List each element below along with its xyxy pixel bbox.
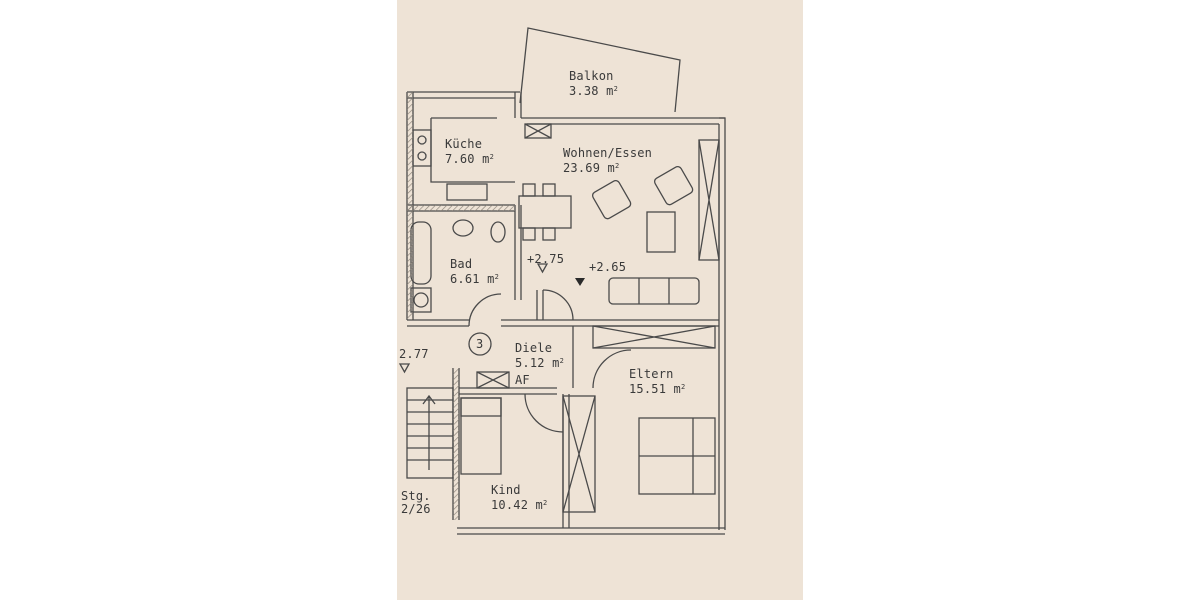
living-door-swing	[542, 289, 574, 321]
level-label-b: +2.65	[589, 260, 627, 274]
kind-top-wall	[459, 387, 557, 395]
bottom-wall	[457, 527, 725, 535]
bath-door-swing	[468, 293, 502, 327]
staircase	[406, 387, 454, 479]
right-wall-bedroom	[718, 325, 726, 530]
right-wall-living	[718, 117, 726, 325]
unit-number: 3	[476, 337, 484, 351]
kind-door-swing	[524, 393, 564, 433]
eltern-door-swing	[592, 349, 632, 389]
dining-table	[518, 195, 572, 229]
balcony-wall-left	[514, 92, 522, 118]
level-label-c: 2.77	[399, 347, 429, 361]
kitchen-sink	[446, 183, 488, 201]
balcony-outline	[519, 27, 681, 113]
unit-number-circle	[468, 332, 492, 356]
bathtub	[410, 221, 432, 285]
bath-bottom-wall	[407, 319, 469, 327]
armchair-right	[653, 165, 694, 206]
top-wall-kitchen	[407, 91, 520, 99]
level-label-a: +2.75	[527, 252, 565, 266]
armchair-left	[591, 179, 632, 220]
level-marker-filled	[575, 278, 585, 286]
top-wall-living	[521, 117, 725, 125]
af-box	[476, 371, 510, 389]
washbasin	[452, 219, 474, 237]
stg-label: Stg.2/26	[401, 489, 431, 516]
living-bedroom-wall	[573, 319, 719, 327]
stair-arrow	[422, 394, 436, 470]
kind-bed	[460, 397, 502, 475]
sofa	[608, 277, 700, 305]
window-element	[524, 123, 552, 139]
floor-plan-drawing	[398, 27, 726, 535]
toilet	[490, 221, 506, 243]
af-label: AF	[515, 373, 530, 387]
kind-wardrobe	[562, 395, 596, 513]
eltern-wardrobe	[592, 325, 716, 349]
living-cabinet	[698, 139, 720, 261]
bath-living-wall	[514, 205, 522, 300]
coffee-table	[646, 211, 676, 253]
